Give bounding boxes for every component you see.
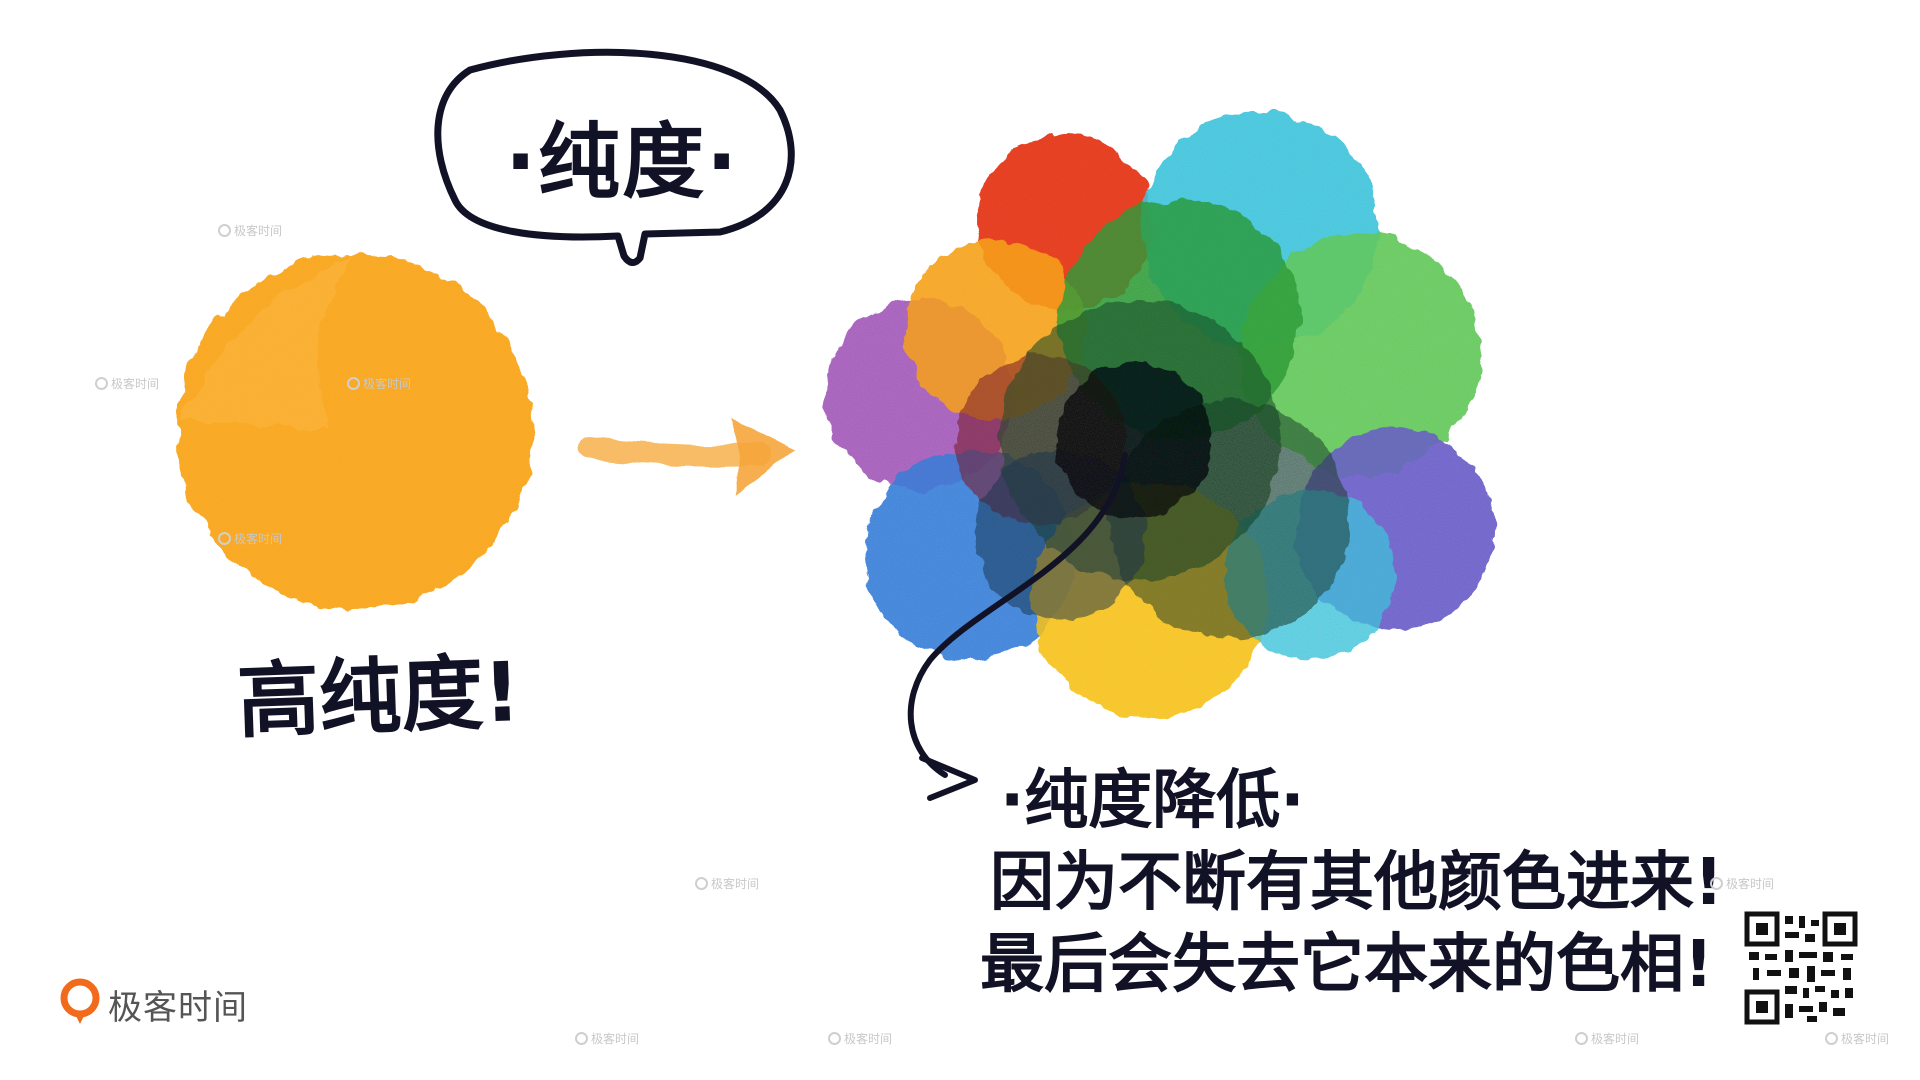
speech-bubble-title: ·纯度·	[505, 95, 739, 214]
brand-logo: 极客时间	[60, 980, 248, 1029]
speech-bubble-text: 纯度	[538, 115, 707, 210]
qr-code-icon[interactable]	[1744, 911, 1858, 1025]
mix-dark-center-circle	[1057, 362, 1213, 518]
high-saturation-label: 高纯度!	[235, 645, 523, 750]
single-color-circle	[177, 254, 533, 610]
watermark: 极客时间	[575, 1030, 639, 1047]
watermark: 极客时间	[1575, 1030, 1639, 1047]
logo-mark-spacer	[60, 981, 100, 1029]
mix-lightgreen-circle	[1240, 235, 1480, 475]
watermark: 极客时间	[95, 375, 159, 392]
logo-text: 极客时间	[108, 988, 248, 1028]
speech-bubble	[434, 48, 795, 266]
watermark: 极客时间	[695, 875, 759, 892]
watermark: 极客时间	[347, 375, 411, 392]
watermark: 极客时间	[1825, 1030, 1889, 1047]
explanation-line-2: 因为不断有其他颜色进来!	[990, 846, 1724, 920]
watermark: 极客时间	[828, 1030, 892, 1047]
watermark: 极客时间	[1710, 875, 1774, 892]
title-dot-left: ·	[505, 115, 539, 210]
watermark: 极客时间	[218, 530, 282, 547]
title-dot-right: ·	[706, 115, 740, 210]
explanation-line-1: ·纯度降低·	[1000, 764, 1305, 838]
geektime-logo-icon	[60, 978, 100, 1024]
watermark: 极客时间	[218, 222, 282, 239]
mixed-colors-cluster	[825, 112, 1495, 718]
arrow-right-icon	[579, 418, 795, 495]
saturation-explanation: ·纯度降低· 因为不断有其他颜色进来! 最后会失去它本来的色相!	[980, 760, 1724, 1006]
pointer-arrow-icon	[907, 452, 1128, 801]
explanation-line-3: 最后会失去它本来的色相!	[980, 928, 1714, 1002]
